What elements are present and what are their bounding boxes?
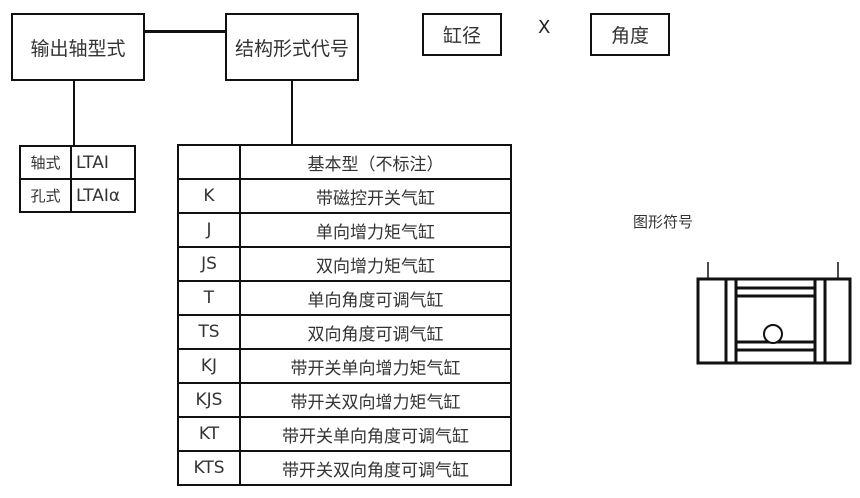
structure-code-cell [177,144,241,180]
structure-code-cell: J [177,212,241,248]
symbol-caption: 图形符号 [633,213,694,231]
structure-description-cell: 带开关双向增力矩气缸 [239,382,512,418]
structure-description-cell: 带开关单向增力矩气缸 [239,348,512,384]
output-shaft-type-label: 输出轴型式 [30,37,126,60]
connector-line [145,30,225,33]
structure-code-cell: TS [177,314,241,350]
shaft-type-code: LTAIα [70,178,136,213]
structure-code-cell: T [177,280,241,316]
multiply-sign: X [538,17,551,38]
shaft-type-label: 孔式 [19,178,72,213]
structure-code-label: 结构形式代号 [234,37,349,60]
angle-box: 角度 [590,13,670,56]
structure-code-box: 结构形式代号 [225,13,359,81]
rotary-cylinder-symbol-icon [696,262,852,365]
structure-code-cell: KJS [177,382,241,418]
shaft-type-label: 轴式 [19,145,72,180]
shaft-type-table: 轴式 LTAI 孔式 LTAIα [19,145,136,213]
structure-code-cell: KTS [177,450,241,486]
angle-label: 角度 [610,25,649,47]
structure-description-cell: 带开关单向角度可调气缸 [239,416,512,452]
table-row: 孔式 LTAIα [19,178,136,213]
structure-description-cell: 带开关双向角度可调气缸 [239,450,512,486]
structure-description-cell: 双向角度可调气缸 [239,314,512,350]
structure-description-cell: 单向增力矩气缸 [239,212,512,248]
bore-box: 缸径 [422,13,502,56]
structure-code-cell: KJ [177,348,241,384]
structure-description-cell: 双向增力矩气缸 [239,246,512,282]
output-shaft-type-box: 输出轴型式 [11,13,145,81]
shaft-type-code: LTAI [70,145,136,180]
bore-label: 缸径 [442,25,481,47]
table-row: 轴式 LTAI [19,145,136,180]
structure-code-cell: KT [177,416,241,452]
structure-description-cell: 基本型（不标注） [239,144,512,180]
structure-description-cell: 带磁控开关气缸 [239,178,512,214]
structure-description-cell: 单向角度可调气缸 [239,280,512,316]
structure-connector-line [291,81,293,144]
table-row: 基本型（不标注） [177,144,512,180]
structure-code-cell: JS [177,246,241,282]
shaft-connector-line [73,81,75,145]
structure-code-cell: K [177,178,241,214]
